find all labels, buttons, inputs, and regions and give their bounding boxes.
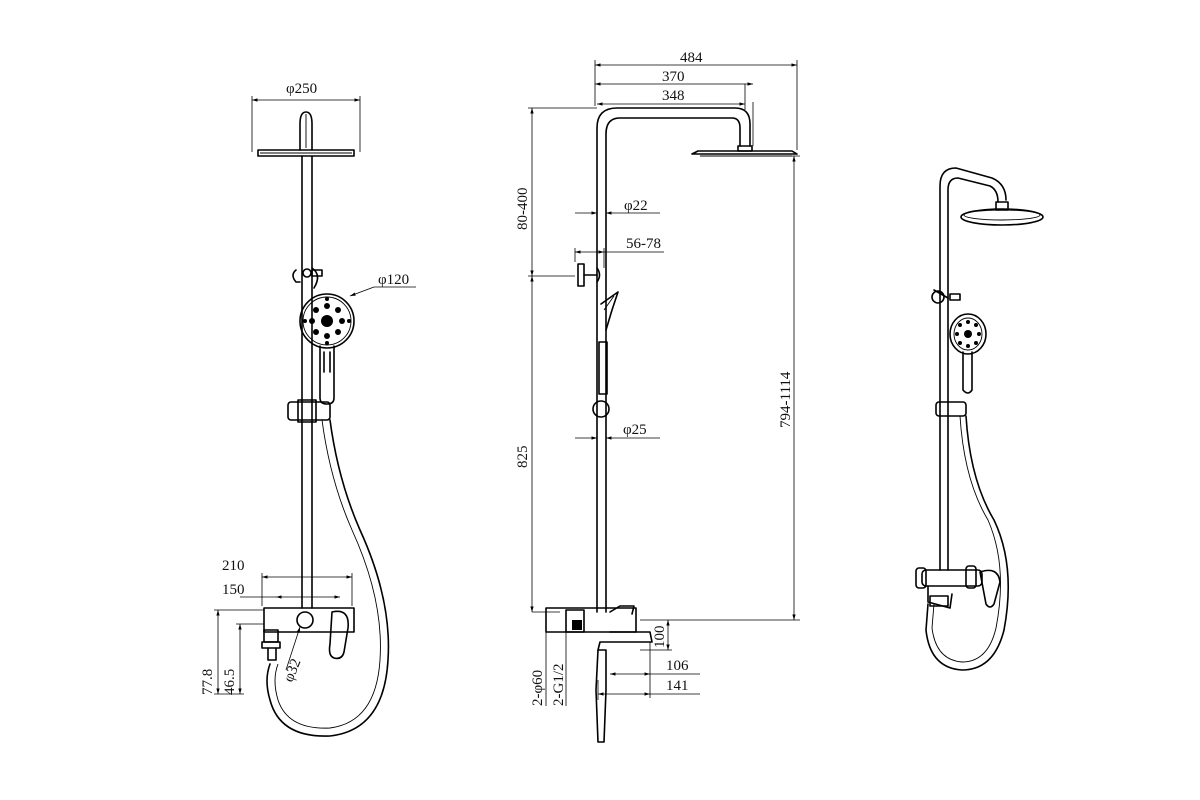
- side-bracket: [577, 263, 601, 287]
- dim-mixer-height-2: 46.5: [222, 669, 238, 695]
- perspective-rain-head: [960, 208, 1044, 226]
- side-mixer: [545, 605, 653, 743]
- dim-arm-reach-inner: 348: [662, 88, 685, 104]
- dim-mixer-body-diameter: φ32: [281, 657, 305, 685]
- dim-column-upper-diameter: φ22: [624, 198, 648, 214]
- dim-column-height: 825: [515, 446, 531, 469]
- front-slider: [287, 399, 331, 423]
- dim-arm-reach-outer: 370: [662, 69, 685, 85]
- front-mixer: [261, 607, 355, 661]
- perspective-mixer: [915, 565, 1001, 609]
- dim-overall-reach: 484: [680, 50, 703, 66]
- front-upper-bracket: [292, 267, 323, 289]
- perspective-hand-shower: [949, 313, 987, 394]
- dim-bracket-adjust: 56-78: [626, 236, 661, 252]
- dim-height-adjust-range: 80-400: [515, 188, 531, 231]
- dim-spout-depth-2: 141: [666, 678, 689, 694]
- dim-escutcheon-diameter: 2-φ60: [530, 670, 546, 706]
- front-view: φ250: [200, 81, 416, 737]
- front-column: [301, 155, 313, 609]
- perspective-view: [915, 167, 1044, 671]
- dim-mixer-to-spout-height: 100: [652, 626, 668, 649]
- side-hand-shower: [592, 291, 619, 418]
- dim-spout-depth-1: 106: [666, 658, 689, 674]
- dim-mixer-width-outer: 210: [222, 558, 245, 574]
- dim-column-lower-diameter: φ25: [623, 422, 647, 438]
- front-hose: [266, 419, 390, 737]
- dim-head-to-mixer-range: 794-1114: [778, 371, 794, 428]
- side-rain-head: [691, 145, 798, 157]
- dim-head-diameter: φ250: [286, 81, 317, 97]
- dim-thread-size: 2-G1/2: [551, 664, 567, 707]
- front-hand-shower: [299, 293, 355, 405]
- front-rain-head: [257, 111, 355, 157]
- dim-mixer-height-1: 77.8: [200, 669, 216, 695]
- dim-hand-shower-diameter: φ120: [378, 272, 409, 288]
- side-view: 484 370 348 80-400 825 φ22 56-78: [515, 50, 800, 743]
- dim-mixer-width-inner: 150: [222, 582, 245, 598]
- side-column-arm: [596, 107, 751, 613]
